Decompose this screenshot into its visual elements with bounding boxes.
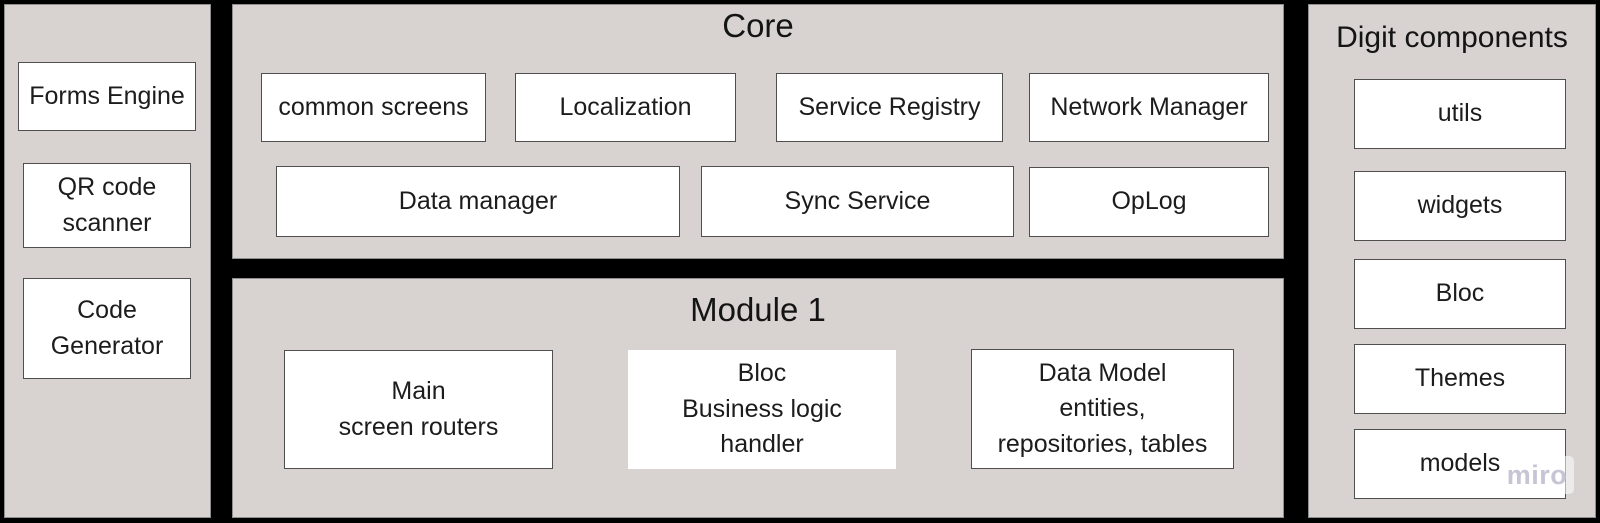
shape-widgets[interactable]: widgets xyxy=(1354,171,1566,241)
panel-left-modules: Forms Engine QR code scanner Code Genera… xyxy=(4,4,211,518)
shape-sync-service[interactable]: Sync Service xyxy=(701,166,1014,237)
shape-localization[interactable]: Localization xyxy=(515,73,736,142)
shape-label: Sync Service xyxy=(784,186,931,215)
shape-network-manager[interactable]: Network Manager xyxy=(1029,73,1269,142)
shape-bloc[interactable]: Bloc xyxy=(1354,259,1566,329)
shape-label: Themes xyxy=(1414,364,1506,393)
shape-service-registry[interactable]: Service Registry xyxy=(776,73,1003,142)
module-1-section-title: Module 1 xyxy=(690,291,826,328)
shape-qr-code-scanner[interactable]: QR code scanner xyxy=(23,163,191,248)
shape-label: Bloc xyxy=(737,359,787,388)
shape-label: Main xyxy=(391,377,446,405)
shape-label: Bloc xyxy=(1435,279,1485,308)
shape-label: Data Model xyxy=(1038,358,1167,387)
shape-label: widgets xyxy=(1417,191,1503,220)
shape-oplog[interactable]: OpLog xyxy=(1029,167,1269,237)
shape-data-model[interactable]: Data Model entities, repositories, table… xyxy=(971,349,1234,469)
shape-code-generator[interactable]: Code Generator xyxy=(23,278,191,379)
shape-label: entities, xyxy=(1059,394,1146,423)
shape-common-screens[interactable]: common screens xyxy=(261,73,486,142)
panel-digit-components: Digit components utils widgets Bloc Them… xyxy=(1308,4,1596,518)
shape-themes[interactable]: Themes xyxy=(1354,344,1566,414)
shape-label: Forms Engine xyxy=(29,81,185,110)
shape-label: Business logic xyxy=(682,394,842,423)
shape-forms-engine[interactable]: Forms Engine xyxy=(18,62,196,131)
shape-label: screen routers xyxy=(338,412,499,441)
panel-module-1: Module 1 Main screen routers Bloc Busine… xyxy=(232,278,1284,518)
shape-main-screen-routers[interactable]: Main screen routers xyxy=(284,350,553,469)
shape-label: models xyxy=(1419,449,1501,478)
core-section-title: Core xyxy=(722,7,794,44)
shape-label: handler xyxy=(720,430,804,459)
shape-label: QR code xyxy=(57,173,157,201)
digit-components-section-title: Digit components xyxy=(1336,21,1568,54)
shape-label: repositories, tables xyxy=(997,429,1208,458)
shape-bloc-business-logic-handler[interactable]: Bloc Business logic handler xyxy=(628,350,896,469)
shape-label: Localization xyxy=(559,92,692,121)
shape-label: OpLog xyxy=(1111,187,1187,216)
shape-label: common screens xyxy=(278,92,469,121)
shape-utils[interactable]: utils xyxy=(1354,79,1566,149)
shape-label: scanner xyxy=(62,208,152,237)
miro-watermark-badge[interactable]: miro xyxy=(1500,456,1574,494)
panel-core: Core common screens Localization Service… xyxy=(232,4,1284,259)
shape-label: Generator xyxy=(50,331,164,360)
shape-label: Code xyxy=(77,296,137,324)
shape-label: utils xyxy=(1437,99,1483,128)
shape-label: Service Registry xyxy=(798,92,981,121)
shape-label: Data manager xyxy=(398,186,558,215)
shape-data-manager[interactable]: Data manager xyxy=(276,166,680,237)
shape-label: Network Manager xyxy=(1050,92,1248,121)
